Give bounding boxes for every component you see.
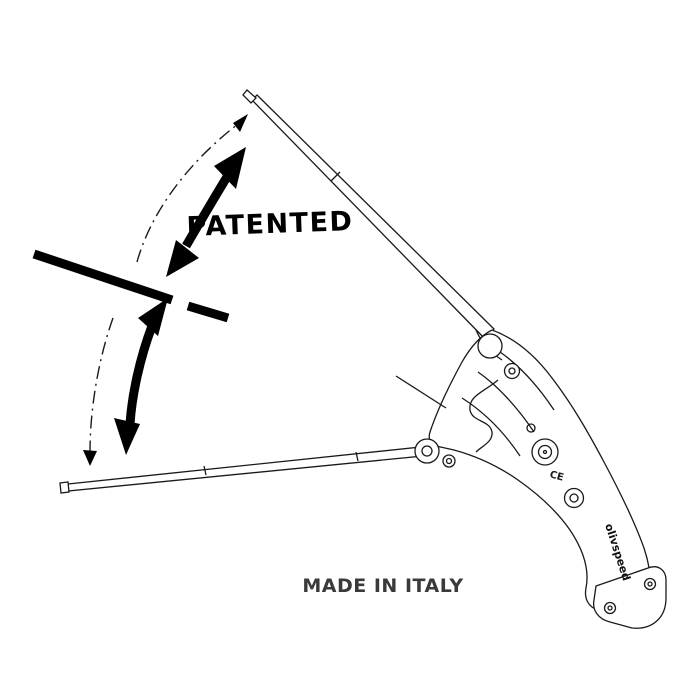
foot-screw-center: [647, 581, 653, 587]
arc-arrowhead-bottom-icon: [83, 450, 97, 466]
foot-screw-center: [607, 605, 613, 611]
swing-arc-lower: [83, 317, 114, 466]
patented-label: PATENTED: [186, 206, 354, 243]
upper-rod-tip-cap: [242, 89, 257, 104]
foot-screw-icon: [643, 577, 657, 591]
lower-rod: [59, 446, 424, 494]
arc-arrowhead-top-icon: [233, 114, 248, 132]
lower-rod-joint-mark: [203, 465, 207, 476]
arrowhead-up-icon: [138, 298, 168, 336]
oscillation-arrow-lower: [114, 298, 168, 455]
mid-position-marker-line: [32, 249, 230, 323]
arrowhead-down-icon: [114, 418, 140, 455]
body-housing-outline: [428, 329, 652, 619]
arrowhead-down-icon: [166, 240, 199, 277]
arrowhead-up-icon: [214, 147, 246, 189]
cable-squiggle: [469, 379, 499, 453]
oscillation-arrow-upper: [166, 147, 246, 277]
upper-pivot-assembly: [475, 329, 521, 380]
housing-bolt: [531, 438, 559, 466]
ce-mark: CE: [548, 469, 565, 483]
lower-rod-tip-cap: [59, 481, 70, 494]
lower-rod-joint-mark: [355, 451, 359, 462]
lower-pivot-assembly: [414, 438, 456, 468]
housing-bolt: [563, 487, 585, 509]
housing-small-screw: [526, 423, 536, 433]
foot-screw-icon: [603, 601, 617, 615]
upper-rod-joint-mark: [330, 171, 341, 182]
leader-line: [395, 375, 447, 409]
swing-arc-upper: [136, 114, 248, 263]
machine-body: CE olivspeed: [395, 329, 667, 629]
made-in-italy-label: MADE IN ITALY: [302, 575, 463, 597]
body-rib-line: [499, 351, 555, 411]
body-rib-line: [461, 397, 521, 457]
